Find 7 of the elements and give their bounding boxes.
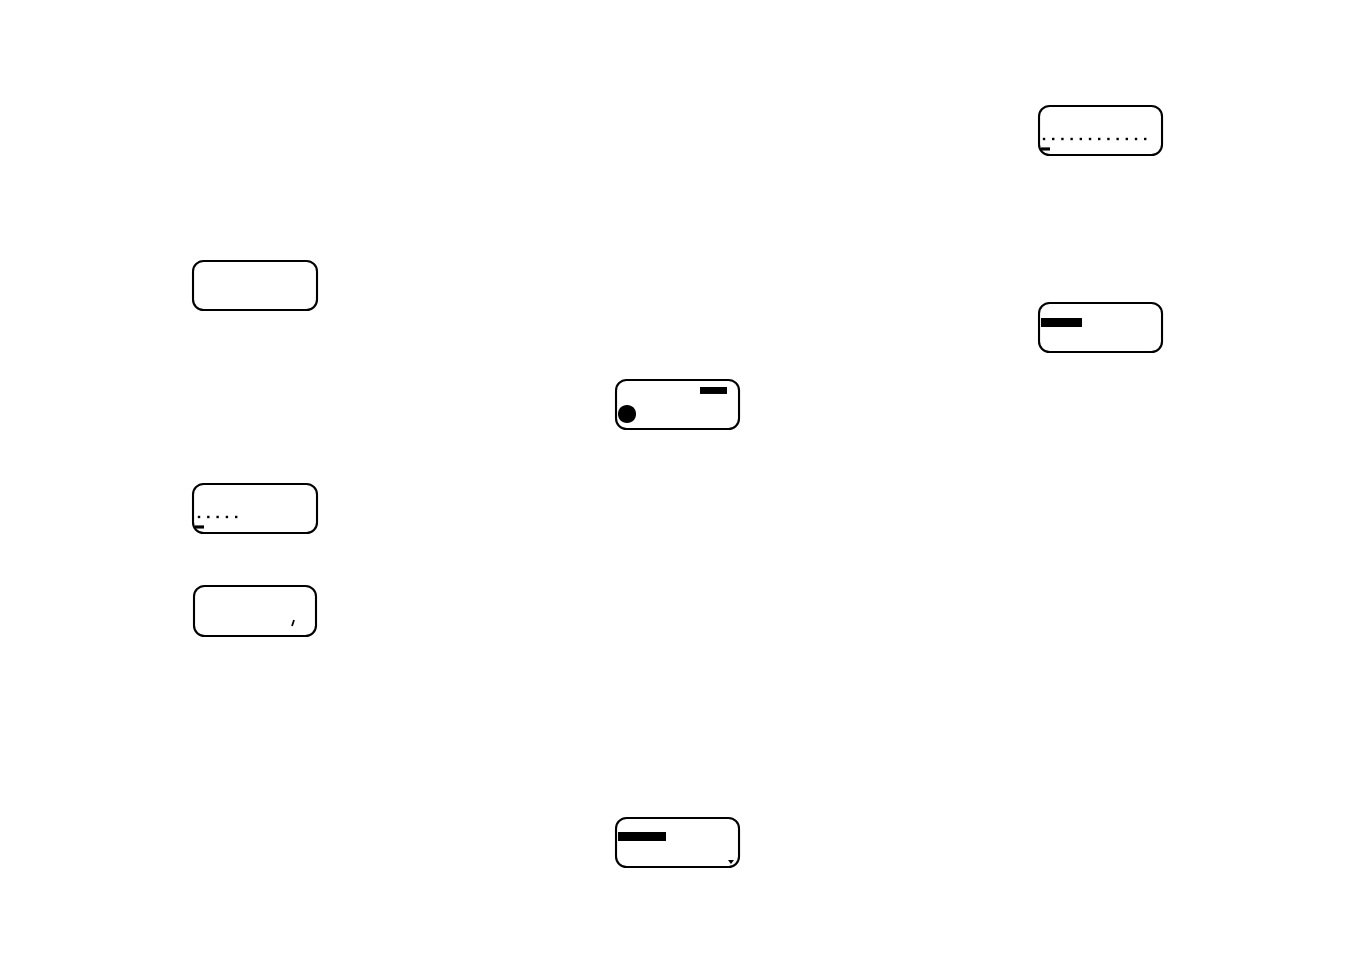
lcd-display: [192, 584, 318, 638]
lcd-display: [1037, 104, 1164, 157]
lcd-display: [614, 378, 741, 431]
lcd-display: [191, 482, 319, 535]
lcd-display: [614, 816, 741, 869]
lcd-display: [1037, 301, 1164, 354]
lcd-display: [191, 259, 319, 312]
